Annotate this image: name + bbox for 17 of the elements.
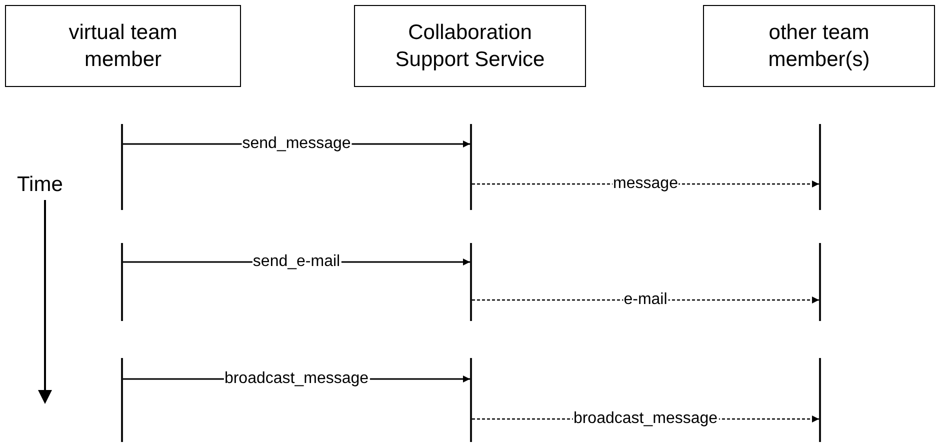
edge-label: broadcast_message xyxy=(223,370,370,388)
edge-label: broadcast_message xyxy=(572,410,719,428)
edge-label: send_e-mail xyxy=(252,253,342,271)
lifeline-segment xyxy=(121,358,123,442)
lifeline-header-box: Collaboration Support Service xyxy=(354,5,586,87)
lifeline-header-box: other team member(s) xyxy=(703,5,935,87)
lifeline-segment xyxy=(819,243,821,321)
lifeline-segment xyxy=(121,124,123,210)
lifeline-segment xyxy=(470,358,472,442)
lifeline-segment xyxy=(819,358,821,442)
lifeline-segment xyxy=(470,124,472,210)
axis-label: Time xyxy=(17,173,63,197)
lifeline-segment xyxy=(470,243,472,321)
lifeline-segment xyxy=(121,243,123,321)
edge-label: send_message xyxy=(241,135,352,153)
lifeline-segment xyxy=(819,124,821,210)
lifeline-header-box: virtual team member xyxy=(5,5,241,87)
